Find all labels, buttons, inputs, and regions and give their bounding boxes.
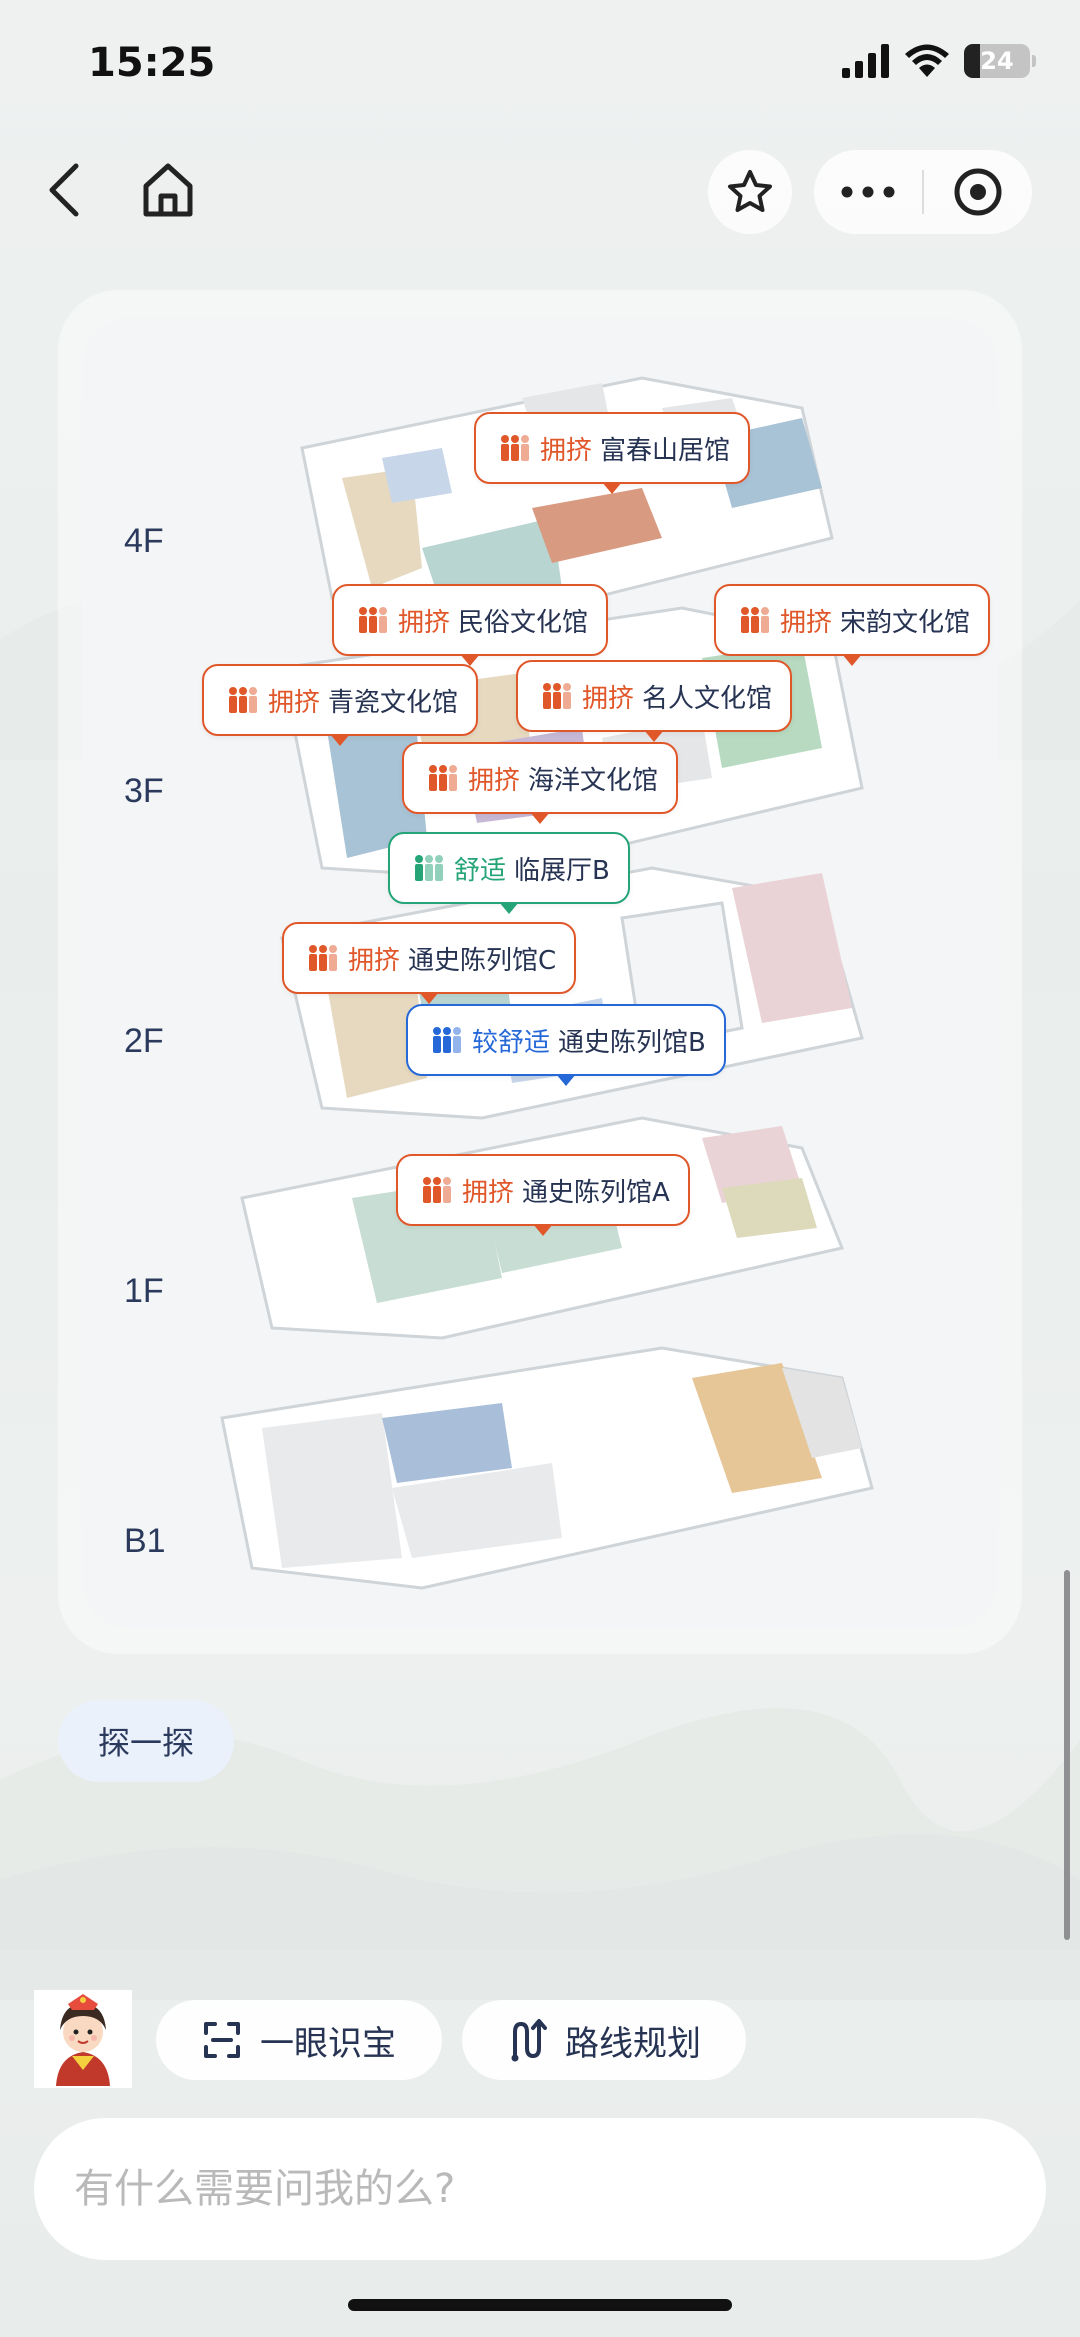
hall-name: 名人文化馆	[642, 683, 773, 714]
wifi-icon	[905, 44, 949, 77]
people-icon	[501, 435, 529, 461]
hall-name: 宋韵文化馆	[840, 607, 971, 638]
capsule-divider	[922, 170, 924, 214]
floor-label-4f[interactable]: 4F	[124, 522, 164, 560]
crowd-level: 拥挤	[582, 683, 635, 714]
route-planning-label: 路线规划	[565, 2023, 701, 2064]
back-arrow-icon[interactable]	[40, 160, 90, 220]
people-icon	[543, 683, 571, 709]
people-icon	[429, 765, 457, 791]
star-icon	[728, 170, 772, 212]
floor-label-3f[interactable]: 3F	[124, 772, 164, 810]
crowd-level: 拥挤	[398, 607, 451, 638]
crowd-badge-minsu[interactable]: 拥挤 民俗文化馆	[332, 584, 609, 666]
hall-name: 民俗文化馆	[458, 607, 589, 638]
crowd-level: 拥挤	[462, 1177, 515, 1208]
crowd-badge-mingren[interactable]: 拥挤 名人文化馆	[516, 660, 793, 742]
crowd-level: 拥挤	[468, 765, 521, 796]
route-planning-button[interactable]: 路线规划	[462, 2000, 746, 2080]
people-icon	[229, 687, 257, 713]
more-dots-icon	[841, 186, 895, 198]
hall-name: 通史陈列馆B	[558, 1027, 706, 1058]
hall-name: 通史陈列馆C	[408, 945, 557, 976]
explore-button[interactable]: 探一探	[58, 1700, 234, 1782]
hall-name: 通史陈列馆A	[522, 1177, 670, 1208]
crowd-badge-linzhan-b[interactable]: 舒适 临展厅B	[388, 832, 630, 914]
crowd-badge-qingci[interactable]: 拥挤 青瓷文化馆	[202, 664, 479, 746]
scan-treasure-label: 一眼识宝	[260, 2023, 396, 2064]
crowd-badge-tongshi-b[interactable]: 较舒适 通史陈列馆B	[406, 1004, 726, 1086]
hall-name: 富春山居馆	[600, 435, 731, 466]
status-time: 15:25	[88, 40, 216, 86]
status-bar: 15:25 24	[0, 0, 1080, 140]
people-icon	[741, 607, 769, 633]
crowd-badge-haiyang[interactable]: 拥挤 海洋文化馆	[402, 742, 679, 824]
floor-label-b1[interactable]: B1	[124, 1522, 166, 1560]
floor-b1-plan[interactable]	[220, 1346, 874, 1590]
floor-label-1f[interactable]: 1F	[124, 1272, 164, 1310]
people-icon	[433, 1027, 461, 1053]
signal-icon	[842, 44, 889, 78]
scan-treasure-button[interactable]: 一眼识宝	[156, 2000, 442, 2080]
crowd-level: 拥挤	[780, 607, 833, 638]
mini-program-capsule	[814, 150, 1032, 234]
crowd-level: 拥挤	[348, 945, 401, 976]
scan-icon	[204, 2022, 240, 2058]
favorite-button[interactable]	[708, 150, 792, 234]
hall-name: 临展厅B	[514, 855, 610, 886]
battery-icon: 24	[964, 44, 1036, 78]
crowd-level: 拥挤	[540, 435, 593, 466]
people-icon	[359, 607, 387, 633]
home-icon[interactable]	[138, 160, 198, 220]
people-icon	[423, 1177, 451, 1203]
chat-input-bar	[34, 2118, 1046, 2260]
hall-name: 青瓷文化馆	[328, 687, 459, 718]
chat-input[interactable]	[74, 2166, 974, 2212]
floor-label-2f[interactable]: 2F	[124, 1022, 164, 1060]
status-icons: 24	[842, 44, 1036, 78]
target-icon	[954, 168, 1002, 216]
scrollbar[interactable]	[1064, 1570, 1070, 1940]
crowd-level: 较舒适	[472, 1027, 551, 1058]
crowd-badge-tongshi-a[interactable]: 拥挤 通史陈列馆A	[396, 1154, 690, 1236]
assistant-avatar[interactable]	[34, 1990, 132, 2088]
assistant-avatar-image	[34, 1990, 132, 2088]
crowd-badge-songyun[interactable]: 拥挤 宋韵文化馆	[714, 584, 991, 666]
battery-level: 24	[980, 47, 1014, 75]
people-icon	[415, 855, 443, 881]
more-button[interactable]	[814, 150, 922, 234]
people-icon	[309, 945, 337, 971]
route-icon	[511, 2019, 547, 2062]
hall-name: 海洋文化馆	[528, 765, 659, 796]
crowd-badge-tongshi-c[interactable]: 拥挤 通史陈列馆C	[282, 922, 577, 1004]
crowd-badge-fuchun[interactable]: 拥挤 富春山居馆	[474, 412, 751, 494]
home-indicator[interactable]	[348, 2299, 732, 2311]
close-mini-program-button[interactable]	[924, 150, 1032, 234]
crowd-level: 拥挤	[268, 687, 321, 718]
crowd-level: 舒适	[454, 855, 507, 886]
